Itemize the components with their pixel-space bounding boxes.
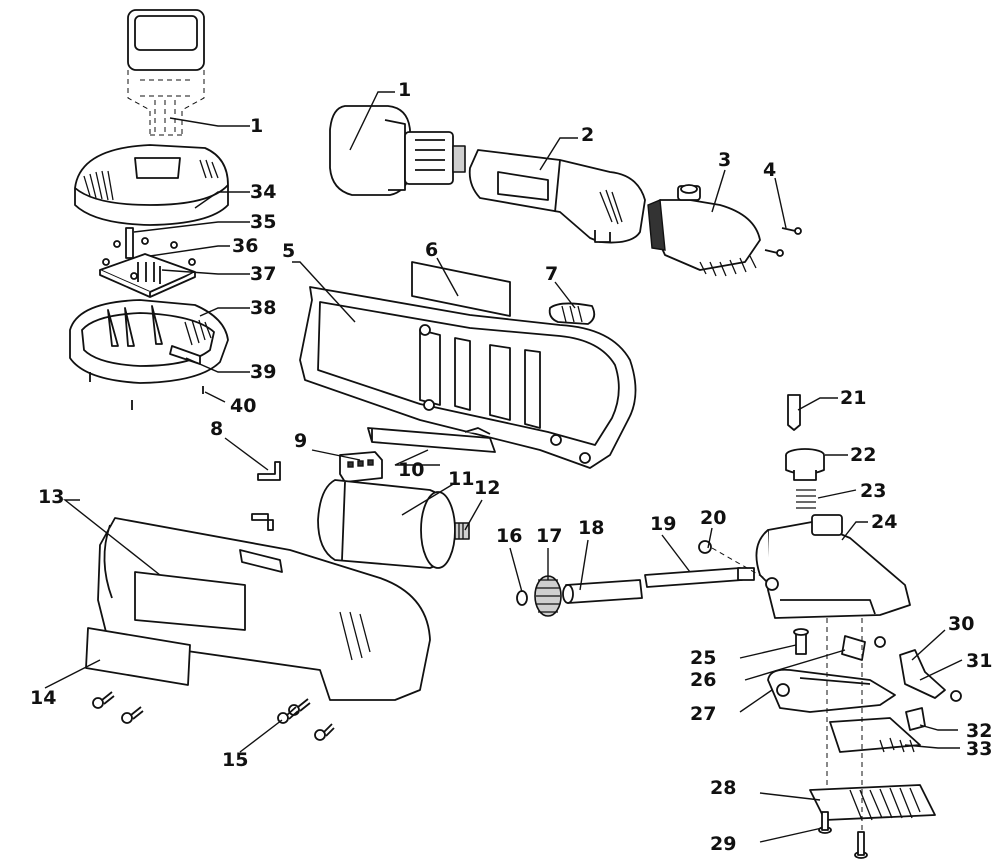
housing-screws-part (92, 691, 335, 741)
label-plate-part (411, 261, 511, 317)
callout-23: 23 (860, 480, 886, 502)
callout-29: 29 (710, 833, 736, 855)
lever-assembly-part (767, 628, 896, 713)
callout-32: 32 (966, 720, 992, 742)
callout-11: 11 (448, 468, 474, 490)
charger-pcb-part (99, 227, 196, 298)
callout-35: 35 (250, 211, 276, 233)
callout-27: 27 (690, 703, 716, 725)
callout-40: 40 (230, 395, 256, 417)
callout-1-battery: 1 (250, 115, 263, 137)
callout-31: 31 (966, 650, 992, 672)
lower-label-part (85, 627, 191, 686)
callout-21: 21 (840, 387, 866, 409)
callout-15: 15 (222, 749, 248, 771)
callout-labels: 1 1 2 3 4 5 6 7 8 9 10 11 12 13 14 15 16… (30, 79, 992, 855)
callout-10: 10 (398, 459, 424, 481)
switch-button-part (548, 302, 596, 325)
callout-39: 39 (250, 361, 276, 383)
charger-base-part (69, 299, 229, 410)
callout-38: 38 (250, 297, 276, 319)
callout-4: 4 (763, 159, 776, 181)
bracket-part (251, 461, 281, 531)
blade-set-part (809, 618, 936, 859)
callout-7: 7 (545, 263, 558, 285)
lower-housing-part (97, 517, 431, 701)
charger-cover-part (74, 144, 229, 226)
switch-block-part (339, 427, 496, 483)
callout-33: 33 (966, 738, 992, 760)
callout-22: 22 (850, 444, 876, 466)
callout-14: 14 (30, 687, 56, 709)
motor-part (317, 479, 470, 569)
callout-25: 25 (690, 647, 716, 669)
callout-19: 19 (650, 513, 676, 535)
pin-stack-part (785, 394, 825, 509)
small-clip-part (899, 649, 962, 731)
callout-20: 20 (700, 507, 726, 529)
callout-12: 12 (474, 477, 500, 499)
callout-18: 18 (578, 517, 604, 539)
callout-2: 2 (581, 124, 594, 146)
callout-16: 16 (496, 525, 522, 547)
callout-34: 34 (250, 181, 276, 203)
callout-9: 9 (294, 430, 307, 452)
battery-pack-part (127, 9, 205, 136)
leader-lines (44, 91, 963, 843)
callout-3: 3 (718, 149, 731, 171)
clipper-head-part (647, 184, 802, 277)
callout-1-motor: 1 (398, 79, 411, 101)
callout-28: 28 (710, 777, 736, 799)
callout-8: 8 (210, 418, 223, 440)
callout-30: 30 (948, 613, 974, 635)
drive-train-part (516, 567, 755, 617)
housing-tube-part (468, 149, 646, 244)
callout-36: 36 (232, 235, 258, 257)
callout-17: 17 (536, 525, 562, 547)
callout-5: 5 (282, 240, 295, 262)
main-housing-part (299, 286, 637, 469)
callout-6: 6 (425, 239, 438, 261)
motor-assembly-part (329, 105, 466, 196)
callout-24: 24 (871, 511, 897, 533)
callout-26: 26 (690, 669, 716, 691)
callout-37: 37 (250, 263, 276, 285)
head-block-part (698, 514, 911, 619)
callout-13: 13 (38, 486, 64, 508)
